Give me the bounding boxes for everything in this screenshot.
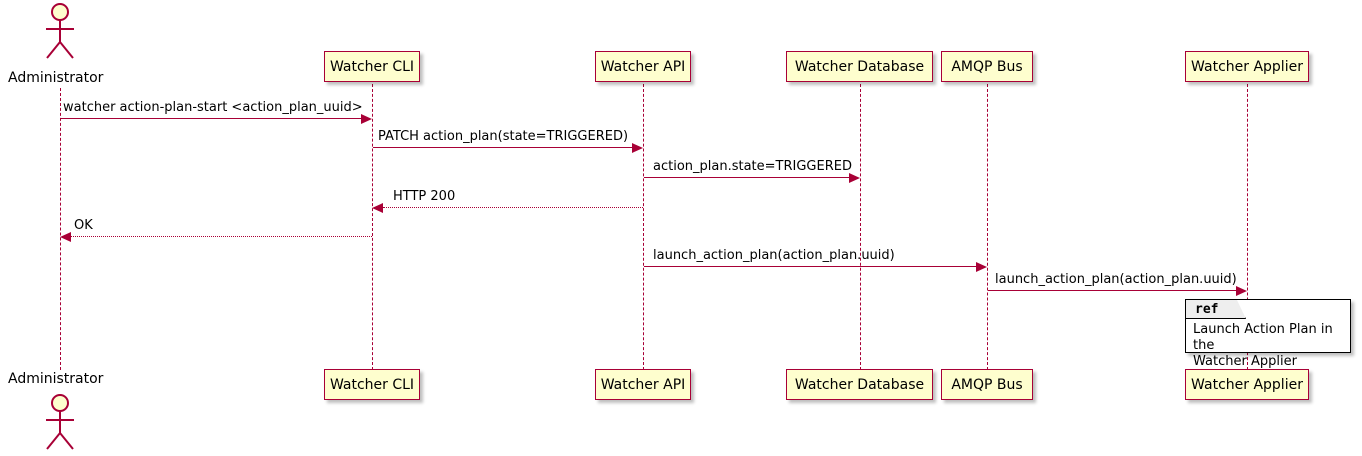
- actor-administrator-top: [38, 2, 83, 66]
- participant-label-watcher-api-top: Watcher API: [600, 58, 686, 75]
- participant-box-watcher-cli-bottom[interactable]: Watcher CLI: [324, 369, 420, 400]
- participant-box-watcher-database-top[interactable]: Watcher Database: [786, 51, 933, 82]
- actor-label-administrator-top: Administrator: [8, 70, 104, 86]
- message-label-launch-action-plan-applier: launch_action_plan(action_plan.uuid): [995, 272, 1237, 287]
- participant-box-amqp-bus-bottom[interactable]: AMQP Bus: [941, 369, 1033, 400]
- message-label-watcher-action-plan-start: watcher action-plan-start <action_plan_u…: [63, 100, 363, 115]
- lifeline-watcher-cli: [372, 84, 373, 370]
- participant-box-watcher-cli-top[interactable]: Watcher CLI: [324, 51, 420, 82]
- participant-label-watcher-applier-top: Watcher Applier: [1191, 58, 1303, 75]
- lifeline-administrator: [60, 88, 61, 370]
- lifeline-watcher-api: [643, 84, 644, 370]
- message-arrowhead-launch-action-plan-applier: [1236, 286, 1247, 296]
- actor-administrator-bottom: [38, 392, 83, 456]
- message-line-patch-action-plan: [373, 147, 633, 148]
- message-arrowhead-ok: [60, 232, 71, 242]
- participant-box-watcher-applier-bottom[interactable]: Watcher Applier: [1185, 369, 1309, 400]
- message-label-patch-action-plan: PATCH action_plan(state=TRIGGERED): [378, 129, 629, 144]
- lifeline-amqp-bus: [987, 84, 988, 370]
- participant-label-amqp-bus-top: AMQP Bus: [951, 58, 1023, 75]
- message-label-action-plan-state-triggered: action_plan.state=TRIGGERED: [653, 159, 852, 174]
- participant-label-watcher-cli-bottom: Watcher CLI: [329, 376, 415, 393]
- participant-box-watcher-api-bottom[interactable]: Watcher API: [595, 369, 691, 400]
- participant-box-watcher-api-top[interactable]: Watcher API: [595, 51, 691, 82]
- actor-label-administrator-bottom: Administrator: [8, 371, 104, 387]
- participant-label-watcher-cli-top: Watcher CLI: [329, 58, 415, 75]
- lifeline-watcher-database: [860, 84, 861, 370]
- message-line-watcher-action-plan-start: [61, 118, 362, 119]
- message-label-ok: OK: [74, 218, 93, 233]
- participant-box-watcher-database-bottom[interactable]: Watcher Database: [786, 369, 933, 400]
- participant-label-watcher-database-bottom: Watcher Database: [794, 376, 925, 393]
- participant-box-amqp-bus-top[interactable]: AMQP Bus: [941, 51, 1033, 82]
- ref-fragment-tab: ref: [1186, 300, 1246, 319]
- actor-stick-figure-icon: [46, 3, 74, 59]
- message-line-launch-action-plan-bus: [644, 266, 977, 267]
- message-line-action-plan-state-triggered: [644, 177, 850, 178]
- message-line-ok: [71, 236, 372, 237]
- message-label-launch-action-plan-bus: launch_action_plan(action_plan.uuid): [653, 248, 895, 263]
- message-arrowhead-action-plan-state-triggered: [849, 173, 860, 183]
- ref-fragment-tab-label: ref: [1195, 301, 1219, 317]
- message-arrowhead-watcher-action-plan-start: [361, 114, 372, 124]
- participant-label-watcher-api-bottom: Watcher API: [600, 376, 686, 393]
- ref-fragment-box[interactable]: ref Launch Action Plan in the Watcher Ap…: [1185, 299, 1351, 369]
- participant-box-watcher-applier-top[interactable]: Watcher Applier: [1185, 51, 1309, 82]
- message-arrowhead-patch-action-plan: [632, 143, 643, 153]
- message-arrowhead-http-200: [372, 203, 383, 213]
- message-line-launch-action-plan-applier: [988, 290, 1237, 291]
- message-label-http-200: HTTP 200: [393, 189, 456, 204]
- actor-stick-figure-icon: [46, 394, 74, 450]
- participant-label-watcher-database-top: Watcher Database: [794, 58, 925, 75]
- message-line-http-200: [383, 207, 643, 208]
- lifeline-watcher-applier: [1247, 84, 1248, 370]
- message-arrowhead-launch-action-plan-bus: [976, 262, 987, 272]
- participant-label-amqp-bus-bottom: AMQP Bus: [951, 376, 1023, 393]
- participant-label-watcher-applier-bottom: Watcher Applier: [1191, 376, 1303, 393]
- ref-fragment-text: Launch Action Plan in the Watcher Applie…: [1193, 322, 1333, 369]
